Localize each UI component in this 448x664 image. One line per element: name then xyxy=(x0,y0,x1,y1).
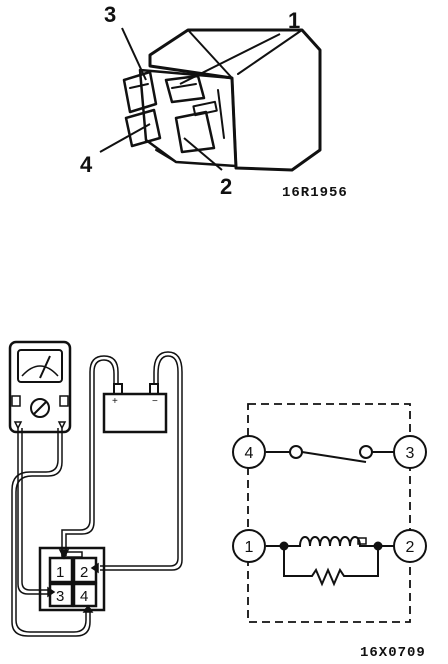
leader-3 xyxy=(121,27,147,81)
wire-meter-probe-3 xyxy=(17,428,48,595)
schematic-terminal-3 xyxy=(393,435,427,469)
test-leads xyxy=(11,351,183,637)
probe-jack-right xyxy=(57,421,67,430)
terminal-blade-3 xyxy=(122,70,158,114)
leader-4 xyxy=(99,123,151,153)
battery-positive-label: + xyxy=(112,396,118,407)
schematic-terminal-4 xyxy=(232,435,266,469)
callout-3: 3 xyxy=(104,2,116,27)
schematic-label-1: 1 xyxy=(245,539,254,556)
connector-cell-4 xyxy=(72,582,98,608)
switch-arm xyxy=(301,451,367,463)
schematic-label-4: 4 xyxy=(245,445,254,462)
parallel-resistor xyxy=(283,546,379,587)
relay-connector xyxy=(38,546,106,612)
schematic-terminals xyxy=(232,435,427,563)
terminal-blade-1 xyxy=(164,74,206,104)
leader-1 xyxy=(179,33,281,85)
relay-schematic xyxy=(247,403,411,623)
callout-leaders xyxy=(99,27,281,171)
callout-2: 2 xyxy=(220,174,232,199)
leader-2 xyxy=(183,137,223,171)
terminal-blade-4 xyxy=(124,108,162,148)
connector-pin-3: 3 xyxy=(56,588,64,605)
figure-code-bottom: 16X0709 xyxy=(360,645,426,661)
connector-housing xyxy=(38,546,106,612)
schematic-label-2: 2 xyxy=(406,539,415,556)
switch-contact-3 xyxy=(359,445,373,459)
multimeter-display xyxy=(17,349,63,383)
battery xyxy=(102,383,168,434)
battery-body xyxy=(102,392,168,434)
wire-battery-negative xyxy=(100,351,183,571)
multimeter xyxy=(8,340,72,434)
connector-pin-1: 1 xyxy=(56,564,64,581)
wire-battery-positive xyxy=(61,355,119,556)
schematic-terminal-2 xyxy=(393,529,427,563)
callout-4: 4 xyxy=(80,152,93,177)
callout-1: 1 xyxy=(288,8,300,33)
battery-negative-label: − xyxy=(152,396,158,407)
connector-pin-4: 4 xyxy=(80,588,88,605)
relay-body xyxy=(148,28,322,172)
schematic-terminal-1 xyxy=(232,529,266,563)
wire-meter-probe-4 xyxy=(15,428,87,633)
connector-cell-1 xyxy=(48,556,74,584)
relay-front-face xyxy=(138,68,238,168)
connector-pin-2: 2 xyxy=(80,564,88,581)
switch-contact-4 xyxy=(289,445,303,459)
multimeter-dial xyxy=(30,398,50,418)
schematic-dashed-housing xyxy=(247,403,411,623)
schematic-label-3: 3 xyxy=(406,445,415,462)
relay-illustration xyxy=(122,28,322,172)
multimeter-body xyxy=(8,340,72,434)
coil xyxy=(284,536,376,547)
probe-jack-left xyxy=(13,421,23,430)
figure-code-top: 16R1956 xyxy=(282,185,348,201)
